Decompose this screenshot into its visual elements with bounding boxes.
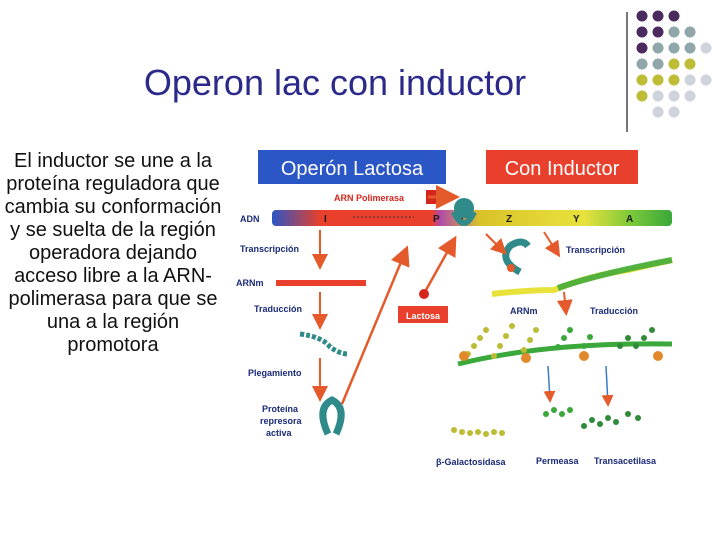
label-permeasa: Permeasa [536, 456, 580, 466]
repressor-protein-icon [319, 396, 345, 436]
header-right-box [486, 150, 638, 184]
gene-i: I [324, 214, 327, 225]
mrna-left [276, 280, 366, 286]
header-left-box [258, 150, 446, 184]
label-arnm-left: ARNm [236, 278, 264, 288]
gene-p: P [433, 214, 440, 225]
peptide-chain-left [299, 331, 349, 357]
label-transcripcion-right: Transcripción [566, 245, 625, 255]
label-represora: represora [260, 416, 303, 426]
decorative-dot-grid [636, 10, 712, 118]
header-left-text: Operón Lactosa [281, 158, 424, 180]
label-traduccion-right: Traducción [590, 306, 638, 316]
label-proteina: Proteína [262, 404, 299, 414]
divider-line [626, 12, 628, 132]
gene-o: O [461, 214, 469, 225]
label-lactosa: Lactosa [406, 311, 441, 321]
label-activa: activa [266, 428, 293, 438]
label-traduccion-left: Traducción [254, 304, 302, 314]
label-plegamiento: Plegamiento [248, 368, 302, 378]
gene-a: A [626, 214, 633, 225]
label-arnm-right: ARNm [510, 306, 538, 316]
lactose-dot [419, 289, 429, 299]
slide-title: Operon lac con inductor [143, 62, 527, 103]
lac-operon-diagram: Operón Lactosa Con Inductor ARN Polimera… [236, 150, 673, 467]
polysome-strand [457, 341, 673, 367]
polymerase-blob [454, 198, 474, 218]
peptide-chains [459, 323, 663, 363]
label-transcripcion-left: Transcripción [240, 244, 299, 254]
final-protein-chains [451, 407, 641, 437]
header-right-text: Con Inductor [505, 158, 620, 180]
gene-y: Y [573, 214, 580, 225]
gene-z: Z [506, 214, 512, 225]
label-transacetilasa: Transacetilasa [594, 456, 657, 466]
lactosa-box [398, 306, 448, 323]
slide-description: El inductor se une a la proteína regulad… [4, 150, 222, 356]
label-galactosidasa: β-Galactosidasa [436, 457, 507, 467]
label-arn-polimerasa: ARN Polimerasa [334, 193, 405, 203]
label-adn: ADN [240, 214, 260, 224]
